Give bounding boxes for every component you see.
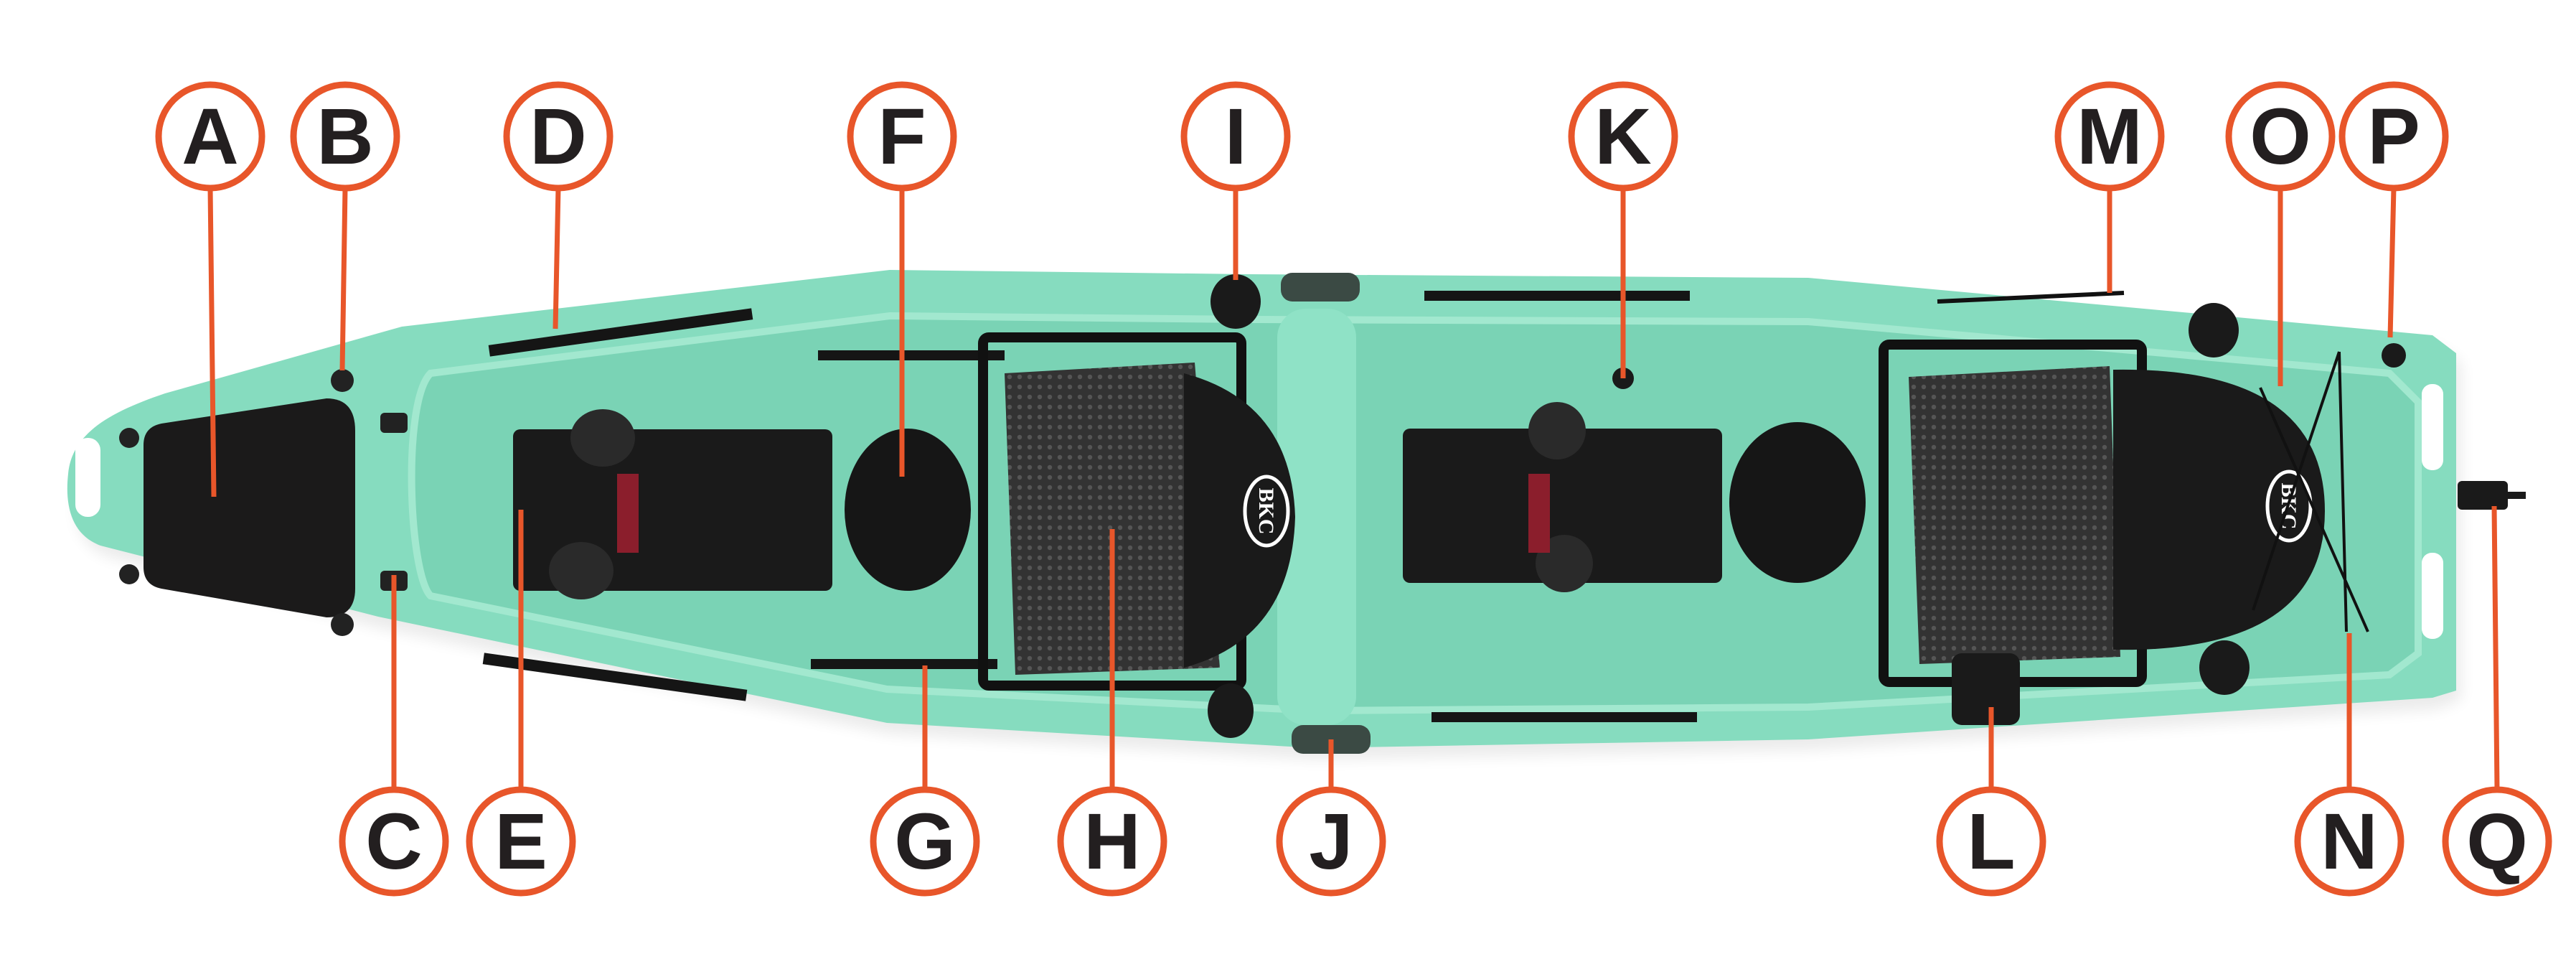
callout-label: F [878,93,926,181]
callout-ring [290,81,400,192]
front-pedal-top [570,409,635,467]
rear-pedal-drive-plate [1403,429,1722,583]
callout-ring [1180,81,1291,192]
callout-ring [466,786,576,897]
callout-ring [2294,786,2405,897]
rudder-pin [2508,492,2526,499]
bow-clip-bottom [119,564,139,584]
callout-label: E [494,798,547,886]
callout-leader-line [2387,187,2397,338]
callout-leader-line [553,187,561,330]
callout-label: Q [2466,798,2528,886]
center-console [1277,309,1356,725]
callout-j: J [1276,739,1386,897]
rear-seat-logo-badge [2265,469,2313,543]
hatch-clip-top [331,369,354,392]
gear-track-mid-top-front [818,350,1005,360]
side-bungee-rear [1937,291,2125,304]
bow-handle [75,438,100,517]
callout-ring [155,81,265,192]
callout-label: I [1225,93,1247,181]
callout-ring [2054,81,2165,192]
callout-label: C [365,798,422,886]
front-seat-mesh [1005,363,1220,675]
callout-ring [870,786,980,897]
paddle-clip-top [380,413,408,433]
callout-ring [1568,81,1678,192]
callout-l: L [1936,707,2046,897]
callout-label: A [182,93,238,181]
gear-track-mid-bottom-front [811,659,997,669]
gear-track-front-bottom [482,653,748,701]
rear-seat-mesh [1909,366,2120,664]
callout-ring [1057,786,1167,897]
rudder-control-lever [1952,653,2020,725]
flush-rod-holder-top [1211,274,1261,329]
front-seat-back [1184,373,1295,668]
callout-label: P [2367,93,2420,181]
callout-ring [339,786,449,897]
bow-hatch [144,398,355,617]
callout-label: G [894,798,956,886]
callout-label: J [1309,798,1353,886]
callout-h: H [1057,529,1167,897]
front-drive-crank [617,474,639,553]
callout-label: M [2077,93,2143,181]
callout-p: P [2338,81,2449,338]
bow-clip-top [119,428,139,448]
rod-holder-rear-bottom [2199,640,2250,695]
callout-ring [503,81,614,192]
flush-rod-holder-bottom [1208,683,1254,738]
scupper-plug-stern [2382,343,2406,368]
callout-g: G [870,665,980,897]
stern-handle-top [2422,384,2443,470]
callout-f: F [847,81,957,477]
callout-b: B [290,81,400,371]
callout-leader-line [339,187,348,371]
rear-round-hatch [1729,422,1866,583]
callout-leader-line [207,187,217,497]
hatch-clip-bottom [331,613,354,636]
callout-ring [1936,786,2046,897]
callout-label: H [1083,798,1140,886]
callout-a: A [155,81,265,497]
callout-label: L [1967,798,2015,886]
front-seat-logo-badge [1243,475,1290,548]
rear-drive-crank [1528,474,1550,553]
callout-ring [2338,81,2449,192]
callout-q: Q [2442,505,2552,897]
front-seat-logo: BKC [1254,487,1278,534]
callout-label: N [2321,798,2377,886]
callout-label: O [2250,93,2311,181]
rear-seat-back [2113,369,2325,650]
callout-ring [2442,786,2552,897]
callout-label: B [316,93,373,181]
callout-ring [2225,81,2336,192]
callout-n: N [2294,633,2405,897]
front-pedal-bottom [549,542,614,599]
front-round-hatch [845,429,971,591]
callout-leader-line [2491,505,2500,790]
callout-c: C [339,575,449,897]
stern-bungee [2252,351,2369,632]
callout-i: I [1180,81,1291,280]
callout-o: O [2225,81,2336,386]
callout-ring [1276,786,1386,897]
side-carry-handle-top [1281,273,1360,302]
callout-label: D [530,93,586,181]
callout-e: E [466,510,576,897]
gear-track-rear-bottom [1432,712,1697,722]
gear-track-rear-top [1424,291,1690,301]
gear-track-front-top [488,308,753,357]
stern-handle-bottom [2422,553,2443,639]
callout-label: K [1594,93,1651,181]
rear-pedal-top [1528,402,1586,459]
callout-m: M [2054,81,2165,293]
callout-ring [847,81,957,192]
callout-k: K [1568,81,1678,378]
callout-d: D [503,81,614,330]
rod-holder-rear-top [2189,303,2239,358]
rudder-mount [2458,481,2508,510]
